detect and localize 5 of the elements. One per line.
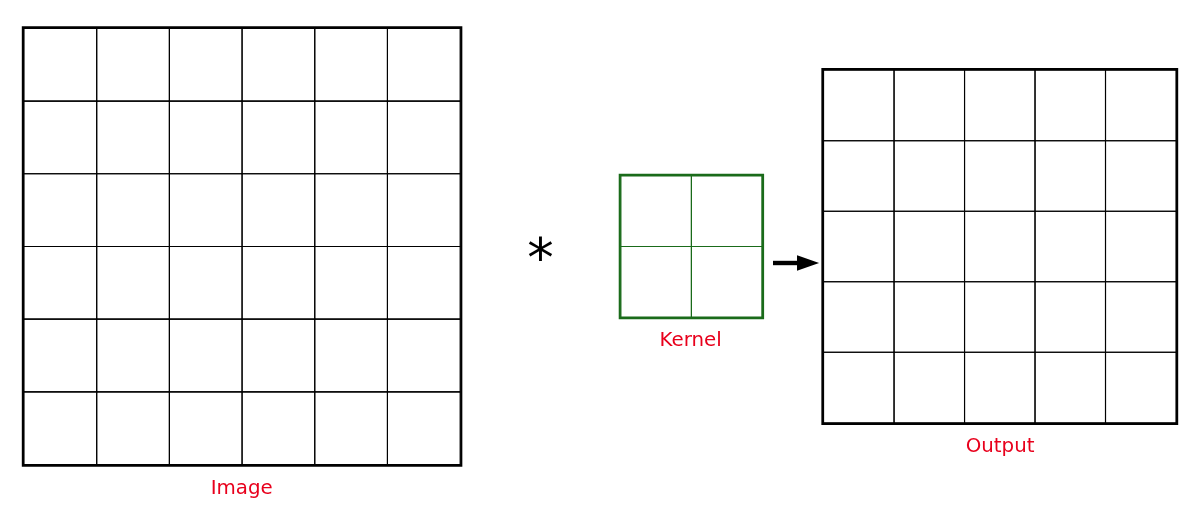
- node-label: Image: [210, 475, 273, 499]
- node-label: Kernel: [659, 327, 722, 351]
- label: *: [527, 226, 554, 288]
- node-label: Output: [965, 433, 1035, 457]
- arrow: [773, 254, 820, 271]
